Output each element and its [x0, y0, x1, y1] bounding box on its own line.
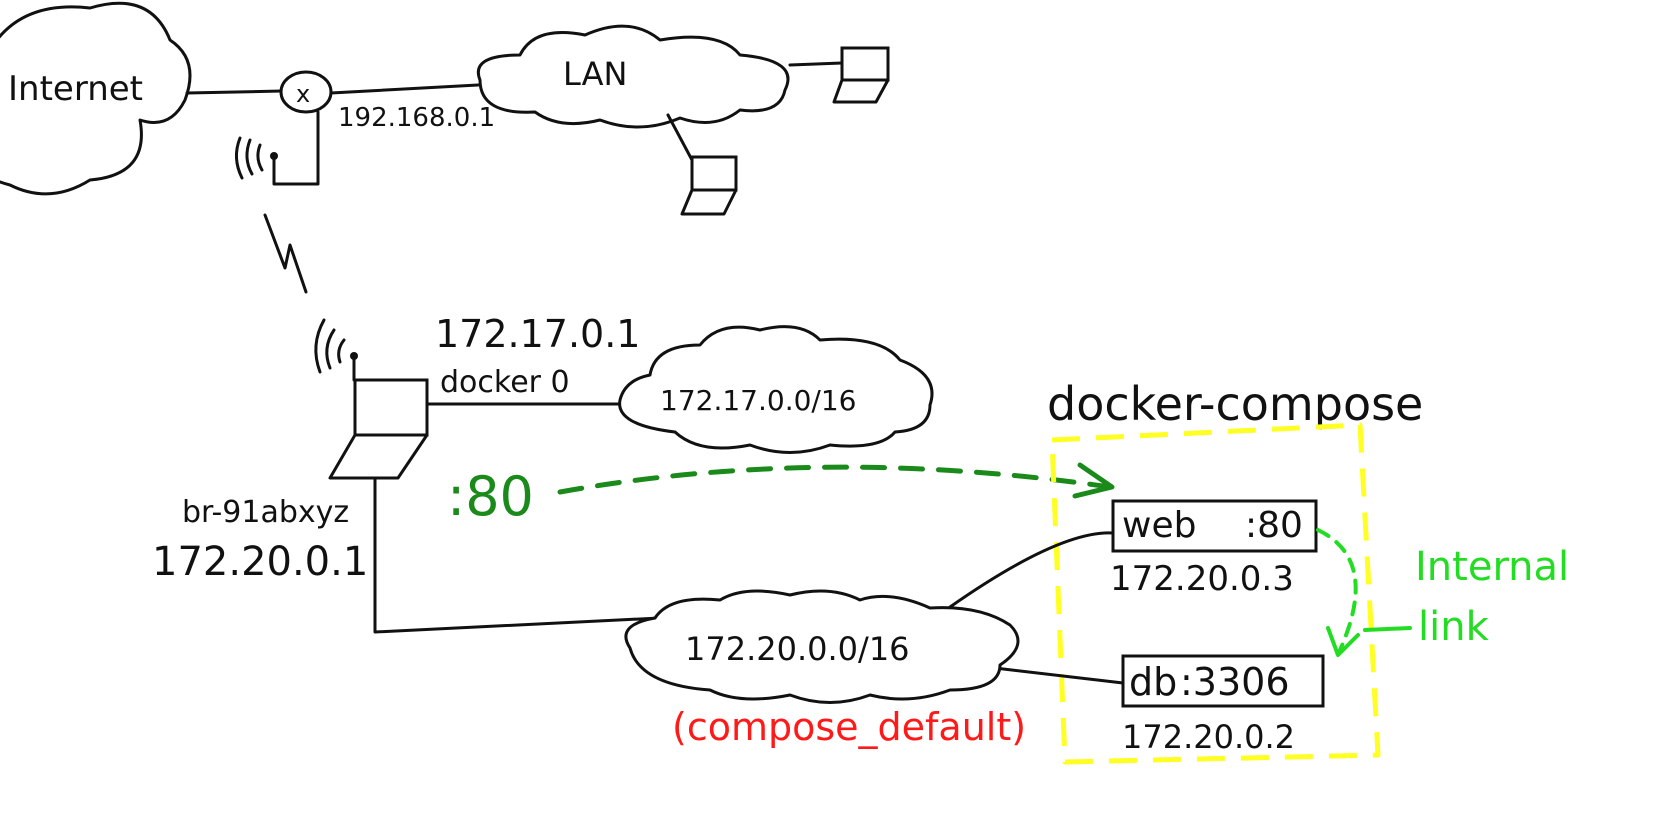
internet-router-link	[185, 89, 284, 95]
docker0-subnet-cloud	[618, 325, 934, 454]
router-symbol: x	[296, 80, 310, 108]
compose-boundary	[1049, 422, 1381, 765]
router-lan-link	[329, 83, 480, 95]
bridge-ip-label: 172.20.0.1	[152, 539, 368, 585]
internet-label: Internet	[8, 69, 143, 109]
port-mapping-arrow	[557, 464, 1113, 495]
compose-network-label: (compose_default)	[672, 705, 1026, 749]
internal-link-label-line2: link	[1418, 604, 1490, 650]
internal-link-pointer	[1363, 626, 1412, 632]
wifi-link-zigzag	[263, 213, 308, 294]
port-mapping-arrowhead	[1072, 462, 1115, 499]
laptop-icon	[832, 46, 890, 104]
router-ip-label: 192.168.0.1	[338, 103, 495, 133]
docker0-ip-label: 172.17.0.1	[435, 312, 640, 356]
web-service-label: web	[1122, 505, 1196, 546]
internet-cloud	[0, 1, 192, 196]
laptop-icon	[680, 155, 738, 216]
db-port-label: :3306	[1180, 660, 1290, 704]
compose-title-label: docker-compose	[1047, 377, 1423, 431]
lan-laptop-link-1	[788, 61, 844, 67]
lan-label: LAN	[563, 55, 627, 93]
lan-laptop-link-2	[666, 113, 694, 162]
docker0-name-label: docker 0	[440, 365, 570, 400]
router-icon: x	[235, 70, 333, 186]
web-service-box: web :80	[1111, 499, 1318, 553]
compose-subnet-cloud	[624, 589, 1020, 704]
lan-cloud	[477, 24, 790, 129]
bridge-link	[373, 476, 662, 634]
docker0-subnet-label: 172.17.0.0/16	[660, 384, 856, 417]
host-laptop-icon	[314, 318, 429, 480]
subnet-web-link	[948, 531, 1115, 609]
port-mapping-label: :80	[447, 465, 534, 528]
internal-link-arrowhead	[1326, 626, 1360, 657]
web-ip-label: 172.20.0.3	[1110, 559, 1294, 599]
internal-link-arrow	[1316, 528, 1358, 652]
subnet-db-link	[993, 666, 1125, 685]
web-port-label: :80	[1245, 505, 1303, 546]
bridge-name-label: br-91abxyz	[182, 495, 349, 530]
db-service-label: db	[1129, 660, 1177, 704]
db-service-box: db :3306	[1121, 654, 1325, 708]
db-ip-label: 172.20.0.2	[1122, 718, 1295, 756]
compose-subnet-label: 172.20.0.0/16	[685, 630, 910, 668]
internal-link-label-line1: Internal	[1415, 544, 1569, 590]
